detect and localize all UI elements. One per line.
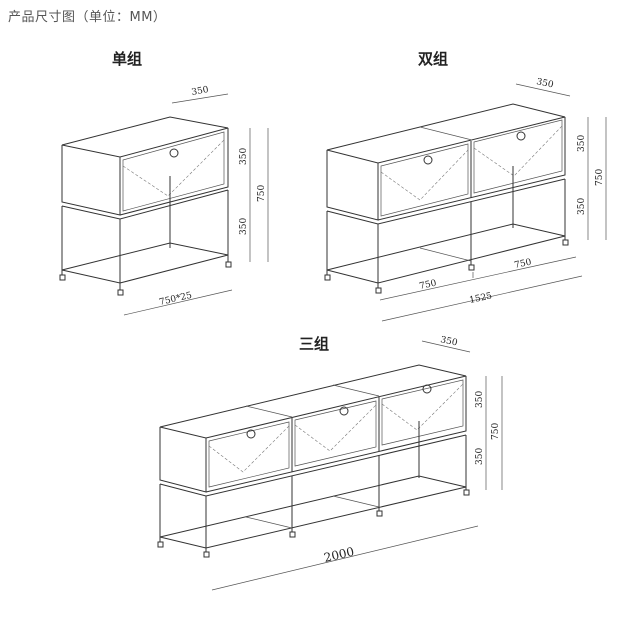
lock-icon (423, 155, 433, 165)
svg-text:350: 350 (475, 448, 485, 465)
svg-text:750*25: 750*25 (158, 291, 193, 308)
lock-icon (516, 131, 526, 141)
svg-text:750: 750 (595, 169, 605, 186)
svg-text:750: 750 (419, 279, 438, 292)
triple-cabinet (157, 364, 470, 558)
svg-text:350: 350 (191, 85, 210, 98)
lock-icon (169, 148, 179, 158)
svg-text:1525: 1525 (469, 291, 494, 306)
lock-icon (246, 429, 256, 439)
svg-text:350: 350 (577, 198, 587, 215)
double-group-label: 双组 (418, 50, 449, 68)
page-title: 产品尺寸图（单位：MM） (8, 10, 167, 25)
single-dimensions: 350 350 350 750 750*25 (123, 85, 269, 316)
svg-text:750: 750 (257, 185, 267, 202)
svg-text:350: 350 (577, 135, 587, 152)
svg-text:350: 350 (475, 391, 485, 408)
svg-text:750: 750 (491, 423, 501, 440)
single-group-label: 单组 (112, 50, 143, 68)
svg-text:350: 350 (239, 218, 249, 235)
svg-text:350: 350 (439, 335, 458, 348)
lock-icon (339, 406, 349, 416)
double-cabinet (324, 103, 569, 294)
svg-text:350: 350 (239, 148, 249, 165)
triple-dimensions: 350 350 350 750 2000 (211, 335, 503, 591)
single-cabinet (59, 116, 232, 296)
lock-icon (422, 384, 432, 394)
double-dimensions: 350 350 350 750 750 750 1525 (379, 77, 607, 322)
svg-text:2000: 2000 (323, 544, 356, 565)
triple-group-label: 三组 (299, 335, 330, 353)
svg-text:750: 750 (514, 258, 533, 271)
svg-text:350: 350 (535, 77, 554, 90)
